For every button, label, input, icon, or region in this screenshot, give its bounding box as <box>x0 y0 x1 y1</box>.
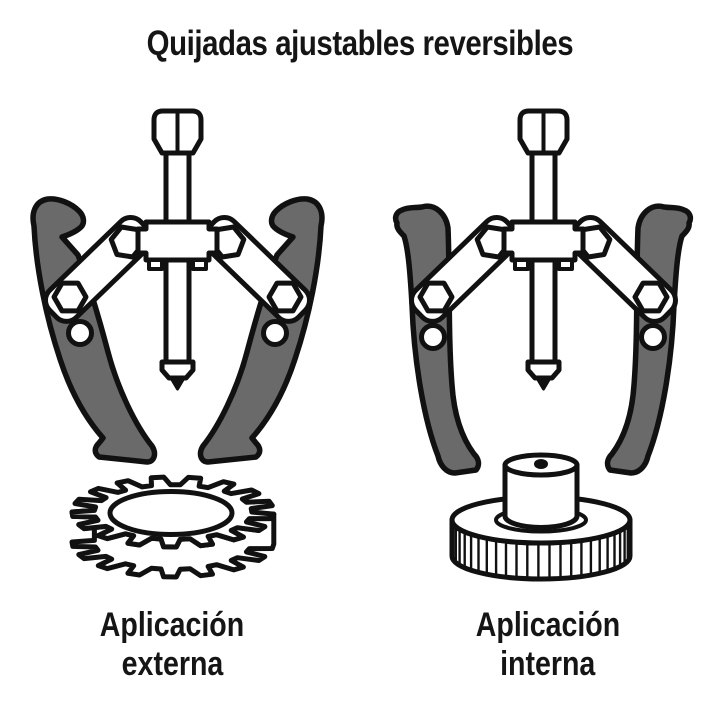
caption-line: externa <box>121 645 223 683</box>
jaw-left-external <box>30 196 158 465</box>
figure-internal-puller <box>392 90 694 582</box>
jaw-blade <box>197 196 325 465</box>
caption-external: Aplicación externa <box>0 606 352 684</box>
jaw-right-internal <box>604 203 694 476</box>
jaw-right-external <box>197 196 325 465</box>
figure-external-puller <box>30 90 325 580</box>
page-title-text: Quijadas ajustables reversibles <box>146 24 574 63</box>
pulley-hub-illustration <box>449 452 633 582</box>
caption-line: Aplicación <box>475 606 621 644</box>
jaw-pin-hole <box>261 319 289 347</box>
jaw-blade <box>30 196 158 465</box>
hub-cylinder-body <box>502 462 580 530</box>
gear-illustration <box>69 474 277 580</box>
jaw-pin-hole <box>419 323 447 351</box>
jaw-pin-hole <box>66 319 94 347</box>
jaw-pin-hole <box>639 323 667 351</box>
jaw-left-internal <box>392 203 482 476</box>
knurl-hatching <box>452 522 631 579</box>
caption-line: interna <box>500 645 596 683</box>
caption-internal: Aplicación interna <box>368 606 720 684</box>
hub-center-hole <box>534 459 548 469</box>
gear-bore-hole <box>107 489 235 537</box>
page-title: Quijadas ajustables reversibles <box>0 24 720 64</box>
caption-line: Aplicación <box>99 606 245 644</box>
